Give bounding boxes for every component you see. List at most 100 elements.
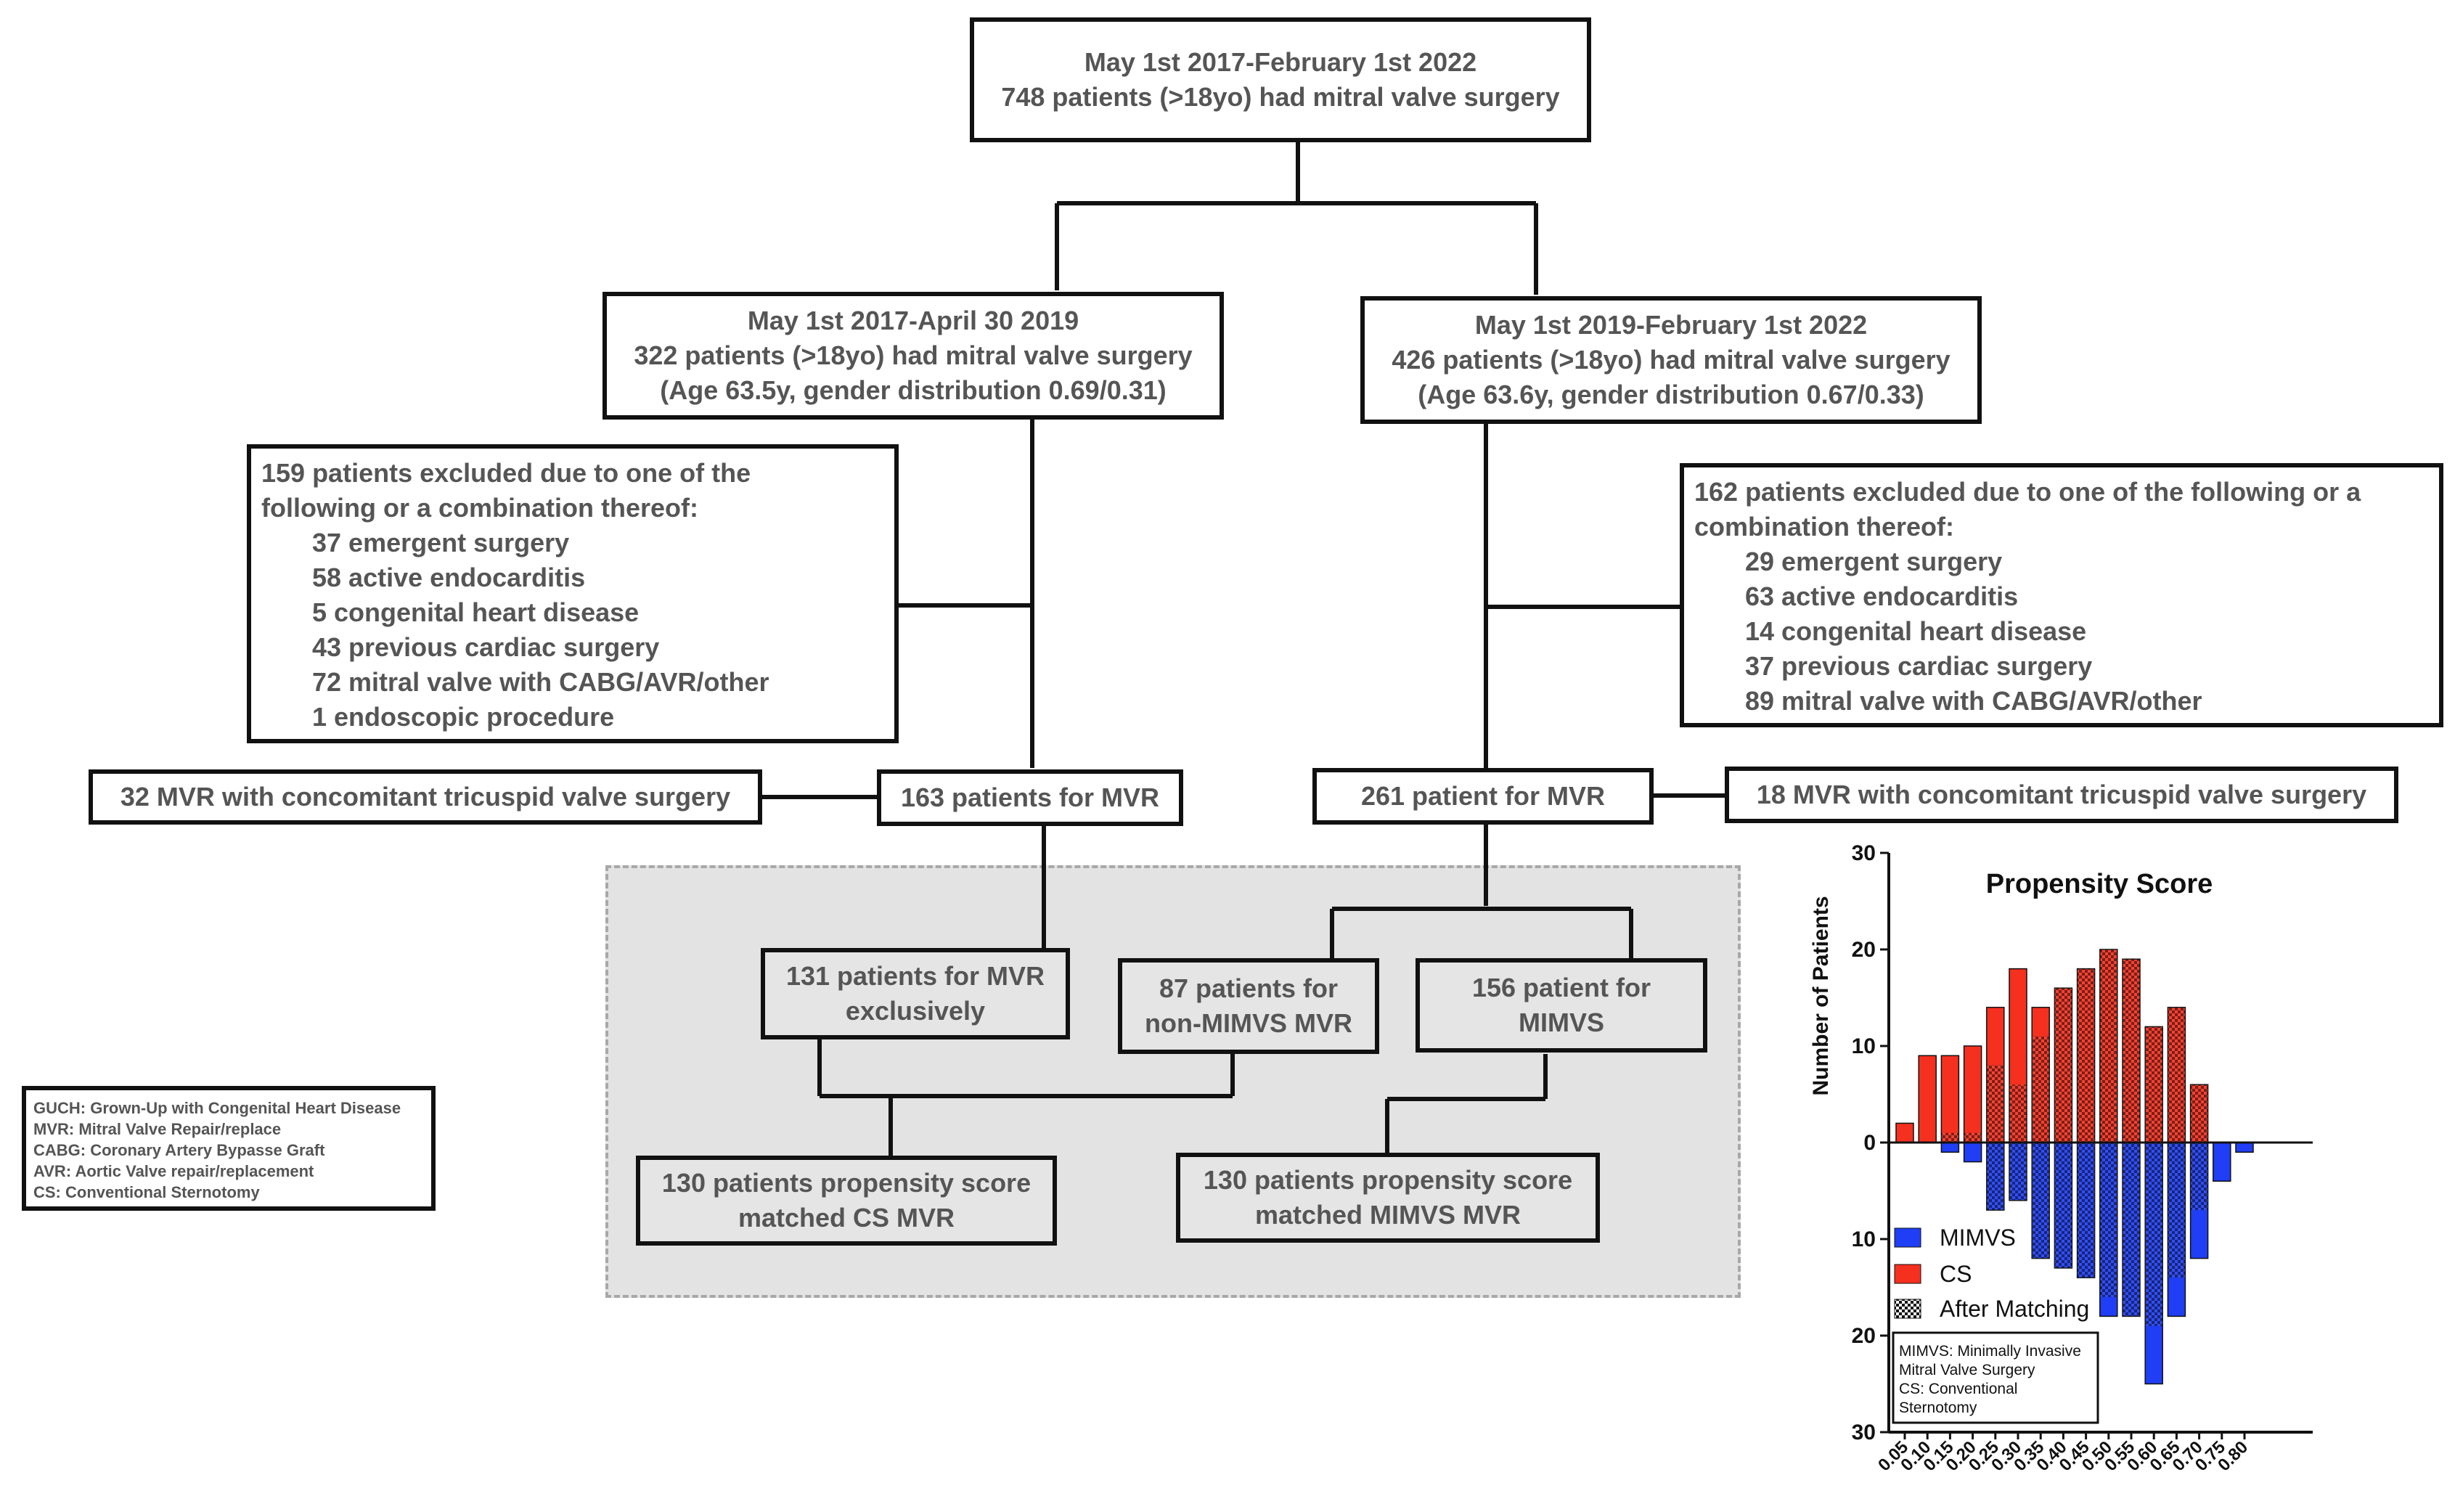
right-period-box: May 1st 2019-February 1st 2022 426 patie…	[1360, 296, 1982, 424]
legend-label: CS	[1940, 1261, 1972, 1287]
y-tick-label: 20	[1852, 938, 1876, 962]
connector-cs-merge	[817, 1038, 1235, 1157]
legend-swatch	[1894, 1299, 1921, 1319]
right-period-demographics: (Age 63.6y, gender distribution 0.67/0.3…	[1418, 380, 1924, 409]
right-tricuspid-box: 18 MVR with concomitant tricuspid valve …	[1725, 767, 2398, 823]
right-excluded-item: 89 mitral valve with CABG/AVR/other	[1745, 686, 2202, 716]
right-excluded-item: 63 active endocarditis	[1745, 581, 2019, 611]
connector-top-split	[1055, 141, 1538, 295]
cs-matched-bar	[2077, 968, 2095, 1143]
y-axis-label: Number of Patients	[1809, 896, 1833, 1095]
matched-cs-desc: matched CS MVR	[738, 1203, 955, 1233]
y-tick-label: 10	[1852, 1227, 1876, 1251]
mimvs-matched-bar	[2190, 1143, 2208, 1211]
legend-swatch	[1894, 1227, 1921, 1248]
non-mimvs-count: 87 patients for	[1159, 973, 1339, 1003]
chart-note-line: Sternotomy	[1899, 1399, 1977, 1416]
cs-bar	[1940, 1055, 1960, 1143]
right-excluded-item: 14 congenital heart disease	[1745, 616, 2087, 646]
left-period-count: 322 patients (>18yo) had mitral valve su…	[634, 340, 1193, 370]
mimvs-matched-bar	[2077, 1143, 2095, 1278]
mimvs-matched-bar	[2168, 1143, 2186, 1278]
total-cohort-box: May 1st 2017-February 1st 2022 748 patie…	[970, 17, 1591, 142]
right-mvr-label: 261 patient for MVR	[1360, 781, 1606, 811]
cs-matched-bar	[2123, 959, 2140, 1143]
left-tricuspid-box: 32 MVR with concomitant tricuspid valve …	[89, 769, 762, 825]
mimvs-bar	[1963, 1142, 1982, 1163]
left-excluded-item: 58 active endocarditis	[312, 563, 586, 592]
left-excluded-box: 159 patients excluded due to one of the …	[247, 444, 899, 743]
matched-cs-count: 130 patients propensity score	[661, 1168, 1032, 1198]
left-mvr-label: 163 patients for MVR	[900, 782, 1160, 812]
abbreviations-legend: GUCH: Grown-Up with Congenital Heart Dis…	[22, 1086, 436, 1211]
y-tick-label: 30	[1852, 841, 1876, 865]
chart-note-line: Mitral Valve Surgery	[1899, 1362, 2035, 1378]
left-mvr-box: 163 patients for MVR	[877, 769, 1183, 826]
left-period-dates: May 1st 2017-April 30 2019	[747, 306, 1079, 335]
y-tick-label: 0	[1863, 1131, 1876, 1155]
chart-note-line: MIMVS: Minimally Invasive	[1899, 1343, 2081, 1360]
mimvs-matched-bar	[2145, 1143, 2163, 1326]
right-period-dates: May 1st 2019-February 1st 2022	[1474, 310, 1868, 340]
mimvs-desc: MIMVS	[1518, 1008, 1604, 1037]
mimvs-box: 156 patient for MIMVS	[1416, 958, 1707, 1053]
cs-bar	[1918, 1055, 1937, 1143]
cs-matched-bar	[2190, 1084, 2208, 1143]
mimvs-bar	[1940, 1142, 1960, 1153]
chart-title: Propensity Score	[1986, 869, 2213, 899]
total-cohort-period: May 1st 2017-February 1st 2022	[1084, 47, 1477, 77]
mvr-exclusive-count: 131 patients for MVR	[785, 961, 1045, 991]
matched-mimvs-desc: matched MIMVS MVR	[1254, 1200, 1521, 1230]
mvr-exclusive-box: 131 patients for MVR exclusively	[761, 948, 1070, 1039]
matched-cs-box: 130 patients propensity score matched CS…	[636, 1156, 1057, 1246]
right-excluded-heading: 162 patients excluded due to one of the …	[1694, 477, 2361, 507]
y-tick-label: 10	[1852, 1034, 1876, 1058]
right-period-count: 426 patients (>18yo) had mitral valve su…	[1392, 345, 1950, 375]
total-cohort-count: 748 patients (>18yo) had mitral valve su…	[1001, 82, 1560, 112]
right-tricuspid-label: 18 MVR with concomitant tricuspid valve …	[1756, 780, 2367, 809]
legend-swatch	[1894, 1264, 1921, 1284]
left-excluded-item: 72 mitral valve with CABG/AVR/other	[312, 667, 769, 697]
cs-matched-bar	[1964, 1132, 1982, 1143]
left-excluded-item: 5 congenital heart disease	[312, 597, 640, 627]
mimvs-matched-bar	[2032, 1143, 2050, 1259]
mimvs-matched-bar	[1986, 1143, 2004, 1211]
cs-matched-bar	[1986, 1065, 2004, 1143]
left-tricuspid-label: 32 MVR with concomitant tricuspid valve …	[120, 782, 731, 812]
right-mvr-box: 261 patient for MVR	[1312, 768, 1654, 825]
matched-mimvs-count: 130 patients propensity score	[1203, 1165, 1573, 1195]
left-period-demographics: (Age 63.5y, gender distribution 0.69/0.3…	[660, 375, 1167, 405]
left-excluded-item: 1 endoscopic procedure	[312, 702, 615, 732]
abbreviation-entry: CABG: Coronary Artery Bypasse Graft	[33, 1141, 325, 1159]
abbreviation-entry: GUCH: Grown-Up with Congenital Heart Dis…	[33, 1099, 401, 1117]
chart-note-box	[1892, 1331, 2099, 1424]
left-excluded-item: 43 previous cardiac surgery	[312, 632, 660, 662]
left-excluded-heading: 159 patients excluded due to one of the	[261, 458, 751, 488]
mimvs-matched-bar	[2009, 1143, 2027, 1201]
legend-label: After Matching	[1940, 1296, 2089, 1322]
cs-matched-bar	[2032, 1036, 2050, 1143]
y-tick-label: 30	[1852, 1421, 1876, 1444]
legend-label: MIMVS	[1940, 1225, 2016, 1251]
right-excluded-box: 162 patients excluded due to one of the …	[1680, 463, 2443, 727]
non-mimvs-desc: non-MIMVS MVR	[1145, 1008, 1352, 1038]
cs-matched-bar	[2168, 1007, 2186, 1143]
mimvs-bar	[2235, 1142, 2254, 1153]
cs-matched-bar	[2009, 1084, 2027, 1143]
mimvs-bar	[2213, 1142, 2231, 1182]
connector-right-split	[1330, 825, 1633, 960]
matched-mimvs-box: 130 patients propensity score matched MI…	[1176, 1153, 1600, 1243]
left-excluded-item: 37 emergent surgery	[312, 528, 570, 557]
mimvs-count: 156 patient for	[1471, 973, 1651, 1002]
non-mimvs-box: 87 patients for non-MIMVS MVR	[1118, 958, 1379, 1054]
cs-bar	[1963, 1045, 1982, 1143]
cs-matched-bar	[2099, 949, 2117, 1143]
mimvs-matched-bar	[2123, 1143, 2140, 1317]
right-excluded-item: 37 previous cardiac surgery	[1745, 651, 2093, 681]
left-excluded-heading-cont: following or a combination thereof:	[261, 493, 698, 523]
abbreviation-entry: AVR: Aortic Valve repair/replacement	[33, 1162, 314, 1180]
chart-note-line: CS: Conventional	[1899, 1381, 2017, 1397]
y-tick-label: 20	[1852, 1324, 1876, 1348]
